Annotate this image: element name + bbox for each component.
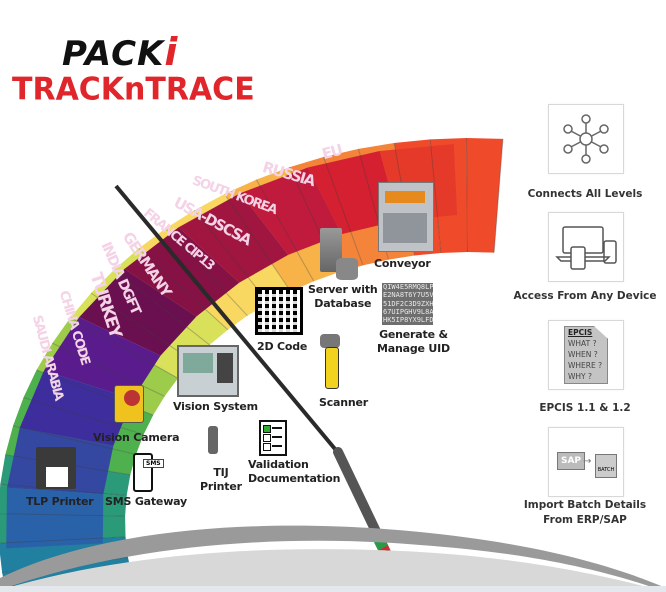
tlp-printer-icon xyxy=(36,447,76,489)
country-strip xyxy=(19,370,133,446)
tij-printer-icon xyxy=(208,426,218,454)
logo-pack-text: PACK xyxy=(62,34,165,74)
country-strip xyxy=(6,487,104,549)
vision-system-label: Vision System xyxy=(173,400,258,413)
logo-tracktrace: TRACKnTRACE xyxy=(12,71,255,108)
feature-label-epcis: EPCIS 1.1 & 1.2 xyxy=(539,402,631,414)
datamatrix-icon xyxy=(255,287,303,335)
canopy-rib xyxy=(193,210,269,304)
canopy-rib xyxy=(90,292,194,362)
canopy-rib xyxy=(466,138,468,253)
canopy-rib xyxy=(138,248,229,331)
feature-card-network xyxy=(548,104,624,174)
canopy-rib xyxy=(429,139,442,254)
network-icon xyxy=(563,114,609,164)
sap-icon: SAP xyxy=(557,452,585,470)
footer-strip xyxy=(0,586,666,592)
arrow-icon: → xyxy=(583,456,592,467)
canopy-rib xyxy=(0,513,126,517)
batch-doc-icon: BATCH xyxy=(595,454,617,478)
canopy-rib xyxy=(224,193,292,292)
country-strip xyxy=(124,227,240,317)
database-icon xyxy=(336,258,358,280)
devices-icon xyxy=(555,226,617,270)
tlp-printer-label: TLP Printer xyxy=(26,495,94,508)
logo-pack: PACKi xyxy=(62,30,178,74)
feature-label-connects: Connects All Levels xyxy=(527,188,643,200)
canopy-rib xyxy=(52,342,165,397)
swoosh xyxy=(0,525,666,592)
scanner-handle xyxy=(325,347,339,389)
country-band xyxy=(6,143,458,549)
2d-code-label: 2D Code xyxy=(257,340,308,353)
canopy-panel xyxy=(466,138,503,253)
country-strip xyxy=(240,167,342,255)
uid-label: Generate &Manage UID xyxy=(377,328,450,355)
sms-bubble-icon: SMS xyxy=(143,459,164,468)
vision-camera-icon xyxy=(114,385,144,423)
scanner-label: Scanner xyxy=(319,396,369,409)
canopy-rib xyxy=(0,536,126,544)
feature-card-devices xyxy=(548,212,624,282)
country-strip xyxy=(79,268,197,356)
canopy-rib xyxy=(113,269,210,346)
country-strip xyxy=(178,193,289,283)
umbrella-shaft xyxy=(114,184,342,457)
epcis-document-icon: EPCIS WHAT ?WHEN ?WHERE ?WHY ? xyxy=(564,326,608,384)
logo-i-accent: i xyxy=(164,30,179,74)
sms-gateway-label: SMS Gateway xyxy=(105,495,188,508)
canopy-rib xyxy=(255,179,315,282)
canopy-rib xyxy=(0,483,127,496)
feature-card-sap: SAP → BATCH xyxy=(548,427,624,497)
country-strip xyxy=(43,317,161,400)
conveyor-icon xyxy=(378,182,434,252)
canopy-rib xyxy=(23,397,144,435)
checklist-icon xyxy=(259,420,287,456)
canopy-rib xyxy=(493,138,504,253)
feature-label-devices: Access From Any Device xyxy=(513,290,657,302)
scanner-icon xyxy=(320,334,340,348)
vision-system-icon xyxy=(177,345,239,397)
country-strip xyxy=(307,150,399,235)
canopy-rib xyxy=(12,425,137,455)
canopy-rib xyxy=(323,156,364,266)
canopy-rib xyxy=(70,317,179,379)
canopy-rib xyxy=(165,228,248,317)
swoosh-light xyxy=(0,549,666,592)
conveyor-label: Conveyor xyxy=(374,257,431,270)
vision-camera-label: Vision Camera xyxy=(93,431,180,444)
